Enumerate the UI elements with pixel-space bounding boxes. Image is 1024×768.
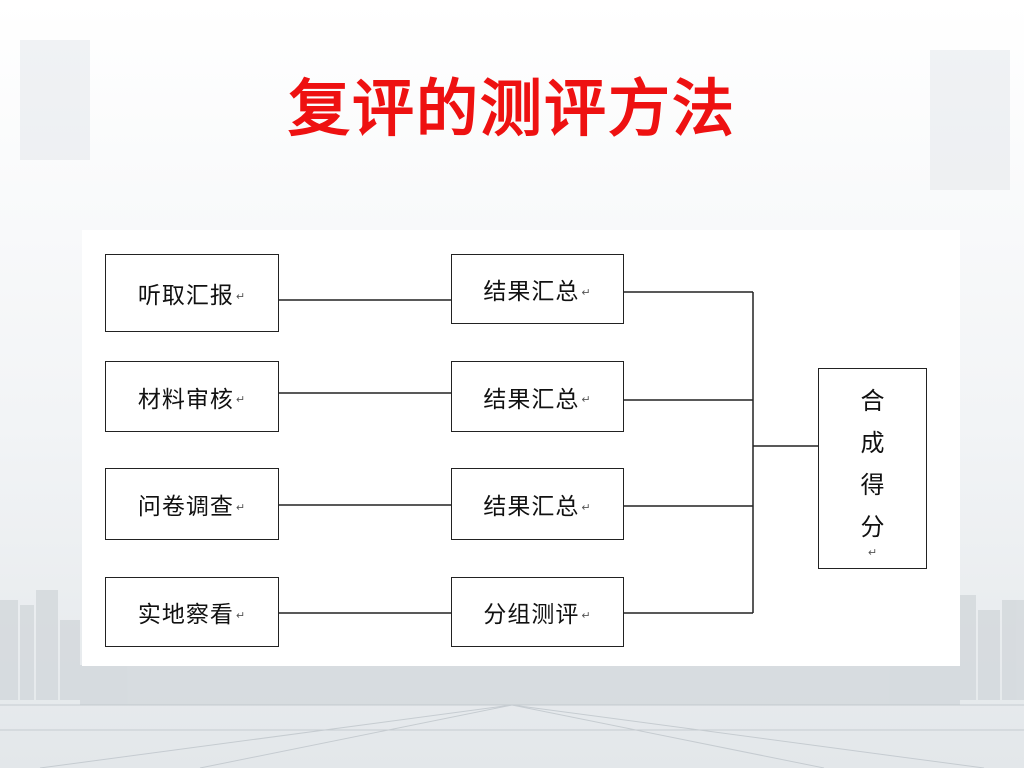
- box-label: 听取汇报: [137, 283, 234, 309]
- box-summary-2: 结果汇总↵: [451, 361, 624, 432]
- box-label: 结果汇总: [483, 386, 580, 413]
- return-mark: ↵: [235, 289, 247, 303]
- box-label: 结果汇总: [483, 494, 580, 520]
- return-mark: ↵: [581, 285, 592, 299]
- return-mark: ↵: [235, 393, 247, 406]
- box-group-evaluation: 分组测评↵: [451, 577, 624, 647]
- result-char: 成: [860, 428, 885, 457]
- box-label: 问卷调查: [137, 494, 234, 520]
- return-mark: ↵: [235, 500, 247, 514]
- box-summary-1: 结果汇总↵: [451, 254, 624, 324]
- box-listen-report: 听取汇报↵: [105, 254, 279, 332]
- box-questionnaire: 问卷调查↵: [105, 468, 279, 540]
- box-label: 实地察看: [137, 602, 234, 628]
- result-char: 合: [860, 386, 885, 415]
- box-site-inspection: 实地察看↵: [105, 577, 279, 647]
- box-label: 结果汇总: [483, 279, 580, 305]
- result-char: 分: [860, 512, 885, 541]
- page-title: 复评的测评方法: [287, 72, 736, 145]
- return-mark: ↵: [581, 500, 592, 514]
- box-summary-3: 结果汇总↵: [451, 468, 624, 540]
- return-mark: ↵: [235, 608, 247, 622]
- return-mark: ↵: [581, 393, 592, 406]
- box-material-review: 材料审核↵: [105, 361, 279, 432]
- box-label: 材料审核: [137, 386, 234, 413]
- box-combined-score: 合 成 得 分 ↵: [818, 368, 927, 569]
- return-mark: ↵: [867, 545, 878, 559]
- box-label: 分组测评: [483, 602, 580, 628]
- return-mark: ↵: [581, 608, 592, 622]
- result-char: 得: [860, 470, 885, 499]
